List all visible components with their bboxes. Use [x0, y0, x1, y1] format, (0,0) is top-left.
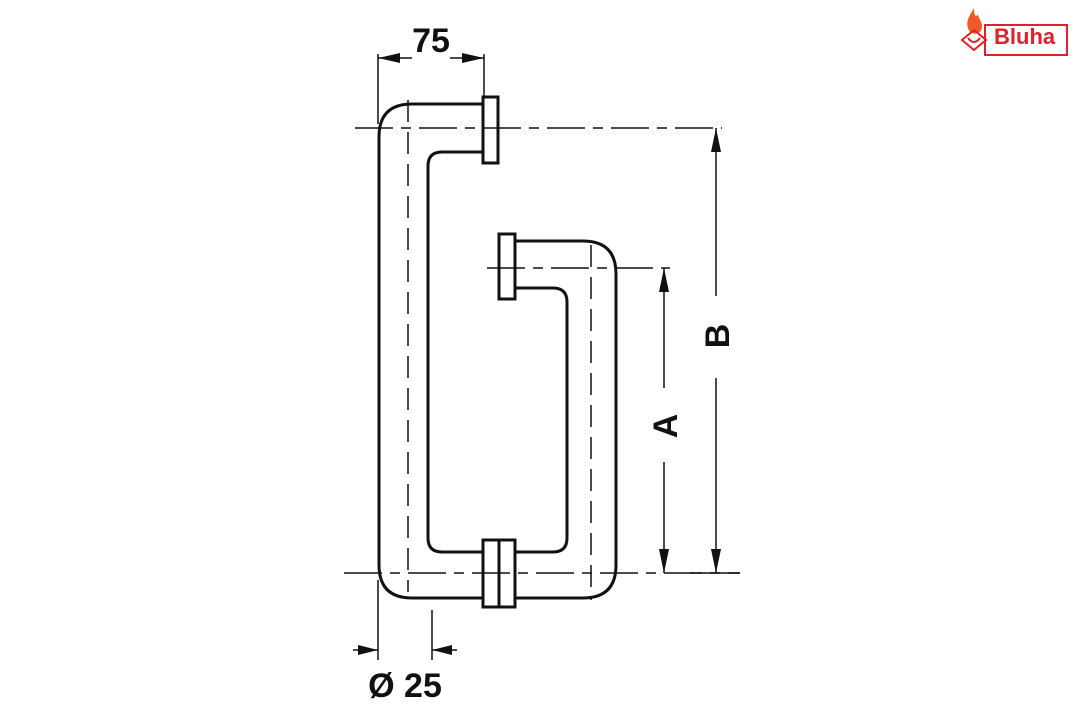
dimension-b: B: [690, 128, 740, 574]
dimension-b-label: B: [699, 324, 737, 349]
dimension-75: 75: [377, 22, 485, 124]
small-handle: [497, 232, 618, 600]
dimension-diameter-label: Ø 25: [368, 667, 442, 705]
flame-icon: [960, 8, 988, 52]
dimension-a: A: [647, 268, 685, 573]
dimension-a-label: A: [647, 414, 685, 439]
logo-frame: [984, 24, 1068, 56]
top-rosette: [481, 95, 500, 165]
bluha-logo: Bluha: [958, 6, 1068, 56]
centerlines: [344, 100, 740, 600]
large-handle: [377, 95, 500, 600]
small-rosette: [497, 232, 517, 301]
dimension-75-label: 75: [412, 22, 450, 60]
dimension-diameter: Ø 25: [353, 580, 457, 705]
logo-text: Bluha: [994, 24, 1056, 49]
